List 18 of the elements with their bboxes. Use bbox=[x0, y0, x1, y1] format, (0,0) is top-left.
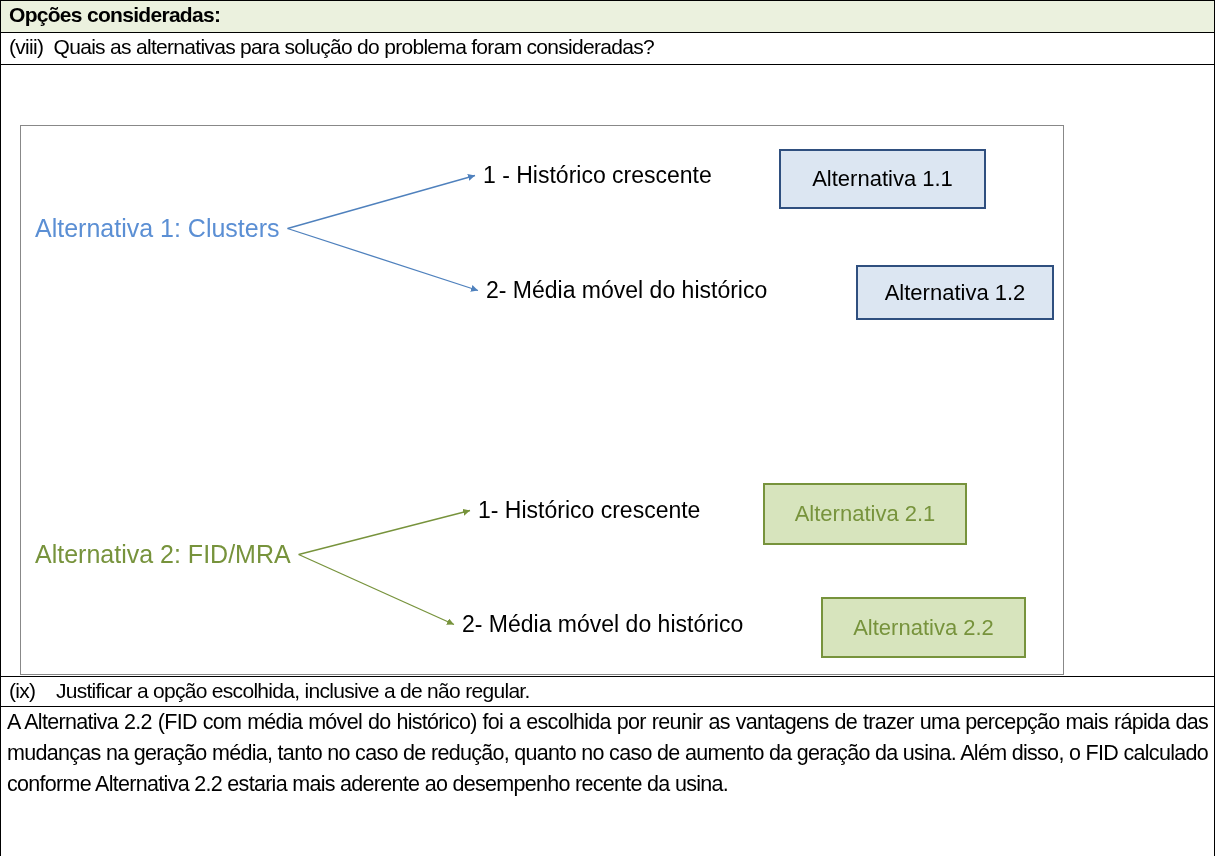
alternative-box: Alternativa 1.1 bbox=[779, 149, 986, 209]
option-label: 1- Histórico crescente bbox=[478, 497, 701, 524]
option-label: 2- Média móvel do histórico bbox=[462, 611, 744, 638]
section-heading: Opções consideradas: bbox=[8, 2, 222, 28]
branch-label: Alternativa 1: Clusters bbox=[35, 214, 280, 243]
arrow bbox=[286, 174, 476, 230]
arrow bbox=[298, 508, 471, 556]
arrow bbox=[286, 227, 479, 292]
answer-paragraph: A Alternativa 2.2 (FID com média móvel do histórico) foi a escolhida por reunir as vantagens de trazer uma percepção mais rápida das mudanças na geração média, tanto no caso de redução, quanto no caso de aumento da geração da usina. Além disso, o FID calculado conforme Alternativa 2.2 estaria mais aderente ao desempenho recente da usina. bbox=[6, 709, 1209, 798]
question-text: (ix) Justificar a opção escolhida, inclusive a de não regular. bbox=[8, 678, 531, 704]
arrow bbox=[298, 553, 455, 626]
alternative-box: Alternativa 1.2 bbox=[856, 265, 1054, 320]
option-label: 2- Média móvel do histórico bbox=[486, 277, 768, 304]
alternative-box: Alternativa 2.1 bbox=[763, 483, 967, 545]
branch-label: Alternativa 2: FID/MRA bbox=[35, 540, 291, 569]
alternative-box: Alternativa 2.2 bbox=[821, 597, 1026, 658]
question-text: (viii) Quais as alternativas para solução do problema foram consideradas? bbox=[8, 34, 656, 60]
option-label: 1 - Histórico crescente bbox=[483, 162, 712, 189]
